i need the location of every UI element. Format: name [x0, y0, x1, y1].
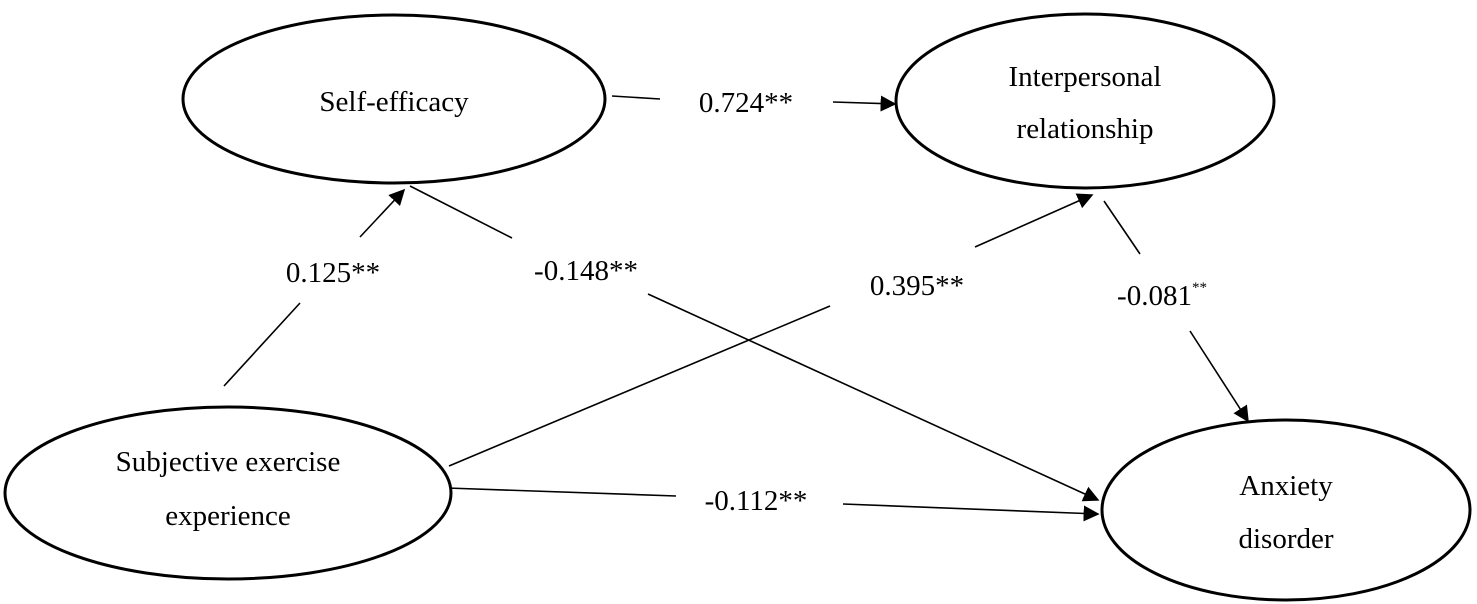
anxiety-disorder-ellipse — [1100, 418, 1472, 602]
coef-interpersonal-to-anxiety-sup: ** — [1192, 280, 1207, 296]
coef-self-efficacy-to-interpersonal: 0.724** — [699, 87, 793, 119]
interpersonal-relationship-ellipse — [894, 12, 1276, 190]
interpersonal-relationship-label-line2: relationship — [1017, 113, 1154, 145]
coef-self-efficacy-to-anxiety: -0.148** — [534, 255, 638, 287]
coef-interpersonal-to-anxiety: -0.081** — [1117, 280, 1207, 312]
node-subjective-exercise-experience: Subjective exercise experience — [3, 405, 453, 581]
edge-subjective-to-anxiety-b — [842, 503, 1100, 522]
edge-subjective-to-anxiety-a — [446, 487, 677, 497]
edge-subjective-to-self-efficacy-b — [359, 188, 406, 238]
edge-self-efficacy-to-anxiety-b — [647, 293, 1100, 502]
subjective-exercise-experience-ellipse — [3, 405, 453, 581]
coef-subjective-to-anxiety: -0.112** — [705, 485, 808, 517]
coef-subjective-to-self-efficacy: 0.125** — [286, 257, 380, 289]
edge-interpersonal-to-anxiety-b — [1189, 330, 1249, 423]
node-anxiety-disorder: Anxiety disorder — [1100, 418, 1472, 602]
self-efficacy-ellipse — [181, 13, 607, 185]
edge-subjective-to-interpersonal-b — [974, 193, 1094, 248]
node-interpersonal-relationship: Interpersonal relationship — [894, 12, 1276, 190]
coef-interpersonal-to-anxiety-value: -0.081 — [1117, 280, 1192, 312]
edge-self-efficacy-to-interpersonal-b — [832, 95, 897, 112]
edge-self-efficacy-to-anxiety-a — [409, 185, 513, 239]
edge-subjective-to-self-efficacy-a — [223, 302, 301, 387]
edge-self-efficacy-to-interpersonal-a — [611, 95, 661, 100]
coef-subjective-to-interpersonal: 0.395** — [870, 270, 964, 302]
anxiety-disorder-label-line1: Anxiety — [1239, 470, 1333, 502]
edge-subjective-to-interpersonal-a — [448, 305, 831, 467]
node-self-efficacy: Self-efficacy — [181, 13, 607, 185]
subjective-exercise-experience-label-line2: experience — [165, 500, 291, 532]
edge-interpersonal-to-anxiety-a — [1103, 200, 1141, 255]
interpersonal-relationship-label-line1: Interpersonal — [1009, 61, 1162, 93]
self-efficacy-label: Self-efficacy — [319, 86, 469, 118]
subjective-exercise-experience-label-line1: Subjective exercise — [116, 446, 341, 478]
anxiety-disorder-label-line2: disorder — [1238, 523, 1333, 555]
